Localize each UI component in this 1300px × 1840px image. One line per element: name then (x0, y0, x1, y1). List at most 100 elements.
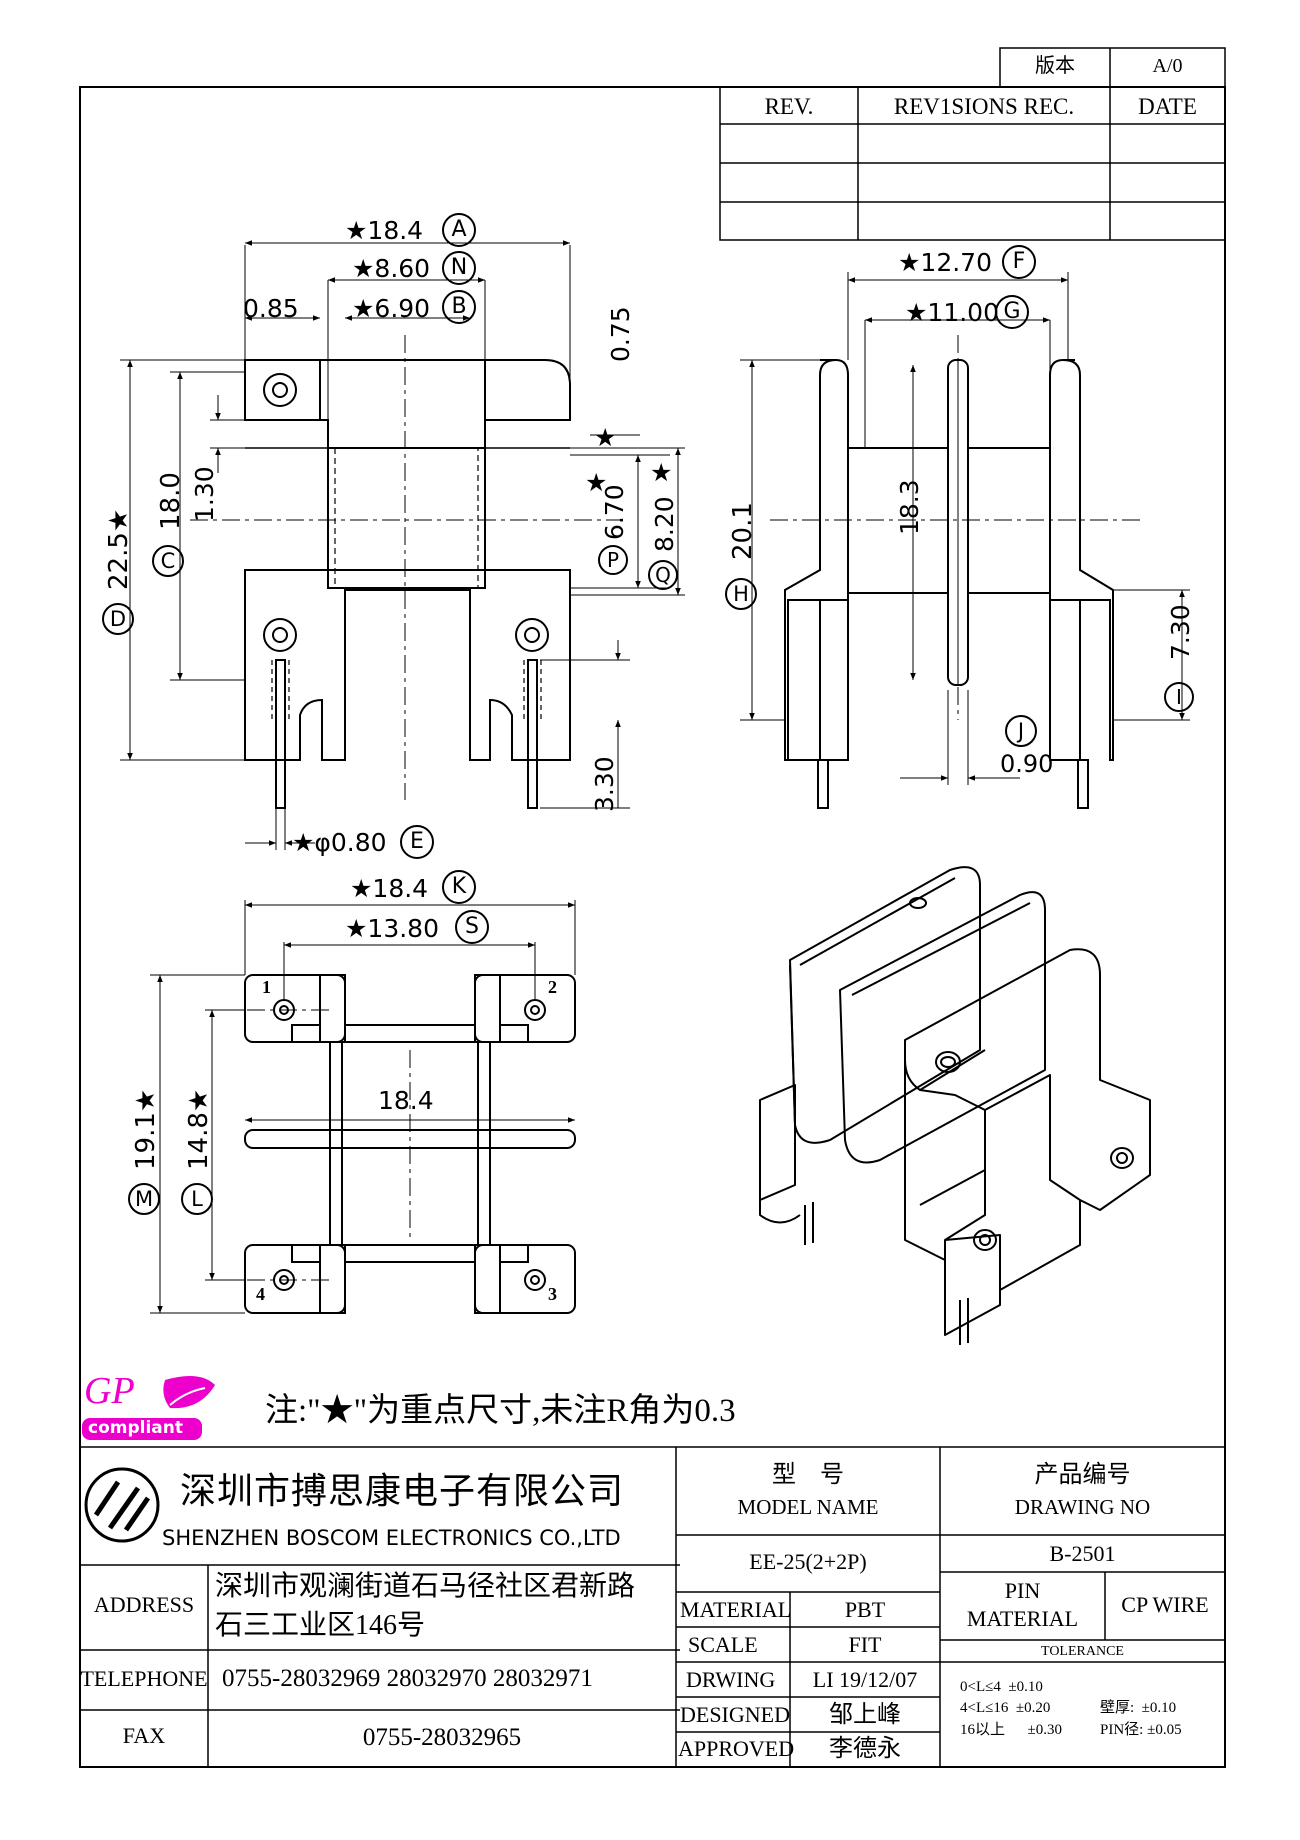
circle-i-label: I (1164, 682, 1194, 712)
dim-075-label: 0.75 (606, 306, 635, 362)
circle-b-label: B (442, 290, 476, 324)
address-label: ADDRESS (93, 1592, 195, 1617)
dim-i-label: 7.30 (1166, 604, 1195, 660)
pin-3-label: 3 (548, 1284, 557, 1304)
dim-n-label: ★8.60 (352, 254, 431, 283)
address-line-1: 深圳市观澜街道石马径社区君新路 (215, 1571, 636, 1602)
dim-l-label: 14.8★ (184, 1088, 214, 1170)
circle-m-label: M (128, 1183, 160, 1215)
side-view (784, 359, 1114, 809)
model-value: EE-25(2+2P) (749, 1549, 867, 1574)
company-name-cn: 深圳市搏思康电子有限公司 (180, 1471, 625, 1511)
circle-e-label: E (400, 825, 434, 859)
revisions-rec-header: REV1SIONS REC. (893, 94, 1075, 119)
model-label-cn: 型 号 (772, 1462, 844, 1488)
dim-d-label: 22.5★ (104, 508, 134, 590)
dim-pin-length-label: 3.30 (590, 756, 619, 812)
dim-f-label: ★12.70 (898, 248, 992, 277)
tolerance-line-3: 16以上 ±0.30 (960, 1722, 1062, 1738)
model-label-en: MODEL NAME (737, 1495, 879, 1519)
pin-1-label: 1 (262, 977, 271, 997)
dim-p-star: ★ (585, 468, 608, 497)
date-header: DATE (1138, 94, 1197, 119)
circle-s-label: S (455, 910, 489, 944)
front-dimensions (120, 240, 685, 850)
circle-g-label: G (995, 295, 1029, 329)
circle-p-label: P (598, 545, 628, 575)
isometric-view (759, 866, 1151, 1345)
circle-a-label: A (442, 213, 476, 247)
circle-h-label: H (725, 578, 757, 610)
dim-q-label: 8.20 (650, 496, 679, 552)
drawing-by-label: DRWING (686, 1667, 776, 1692)
front-view (244, 359, 571, 809)
tolerance-pin: PIN径: ±0.05 (1100, 1722, 1182, 1738)
designed-value: 邹上峰 (829, 1702, 901, 1728)
circle-f-label: F (1002, 245, 1036, 279)
rev-header: REV. (764, 94, 814, 119)
gp-logo-text: GP (84, 1370, 135, 1412)
dim-q-star: ★ (650, 458, 673, 487)
drawing-by-value: LI 19/12/07 (812, 1667, 918, 1692)
bottom-centerlines (215, 1009, 411, 1281)
dim-g-label: ★11.00 (905, 298, 999, 327)
fax-value: 0755-28032965 (362, 1724, 522, 1751)
approved-label: APPROVED (678, 1736, 795, 1761)
circle-j-label: J (1005, 715, 1037, 747)
dim-bottom-width-label: 18.4 (378, 1086, 434, 1115)
tolerance-label: TOLERANCE (1041, 1644, 1124, 1659)
pin-2-label: 2 (548, 977, 557, 997)
dim-left-offset-label: 0.85 (243, 294, 299, 323)
version-value: A/0 (1152, 55, 1183, 77)
approved-value: 李德永 (829, 1736, 901, 1762)
scale-value: FIT (848, 1632, 882, 1657)
dim-h-label: 20.1 (728, 502, 758, 560)
gp-compliant-badge-icon (82, 1376, 215, 1440)
tolerance-line-2: 4<L≤16 ±0.20 (960, 1700, 1051, 1716)
material-label: MATERIAL (680, 1597, 792, 1622)
drawing-label-cn: 产品编号 (1034, 1462, 1131, 1488)
dim-c-label: 18.0 (156, 472, 186, 530)
scale-label: SCALE (688, 1632, 758, 1657)
side-centerlines (770, 335, 1140, 720)
dim-s-label: ★13.80 (345, 914, 439, 943)
sheet-border (79, 86, 1226, 1768)
title-block-frame (80, 1446, 1225, 1767)
pin-material-label-1: PIN (1004, 1578, 1041, 1603)
bottom-dimensions (150, 900, 576, 1314)
circle-c-label: C (152, 545, 184, 577)
circle-q-label: Q (648, 560, 678, 590)
dim-130-label: 1.30 (190, 466, 219, 522)
dim-e-label: ★φ0.80 (292, 828, 387, 857)
note-text: 注:"★"为重点尺寸,未注R角为0.3 (265, 1393, 736, 1429)
dim-j-value: 0.90 (1000, 750, 1054, 778)
drawing-label-en: DRAWING NO (1014, 1495, 1151, 1519)
dim-a-label: ★18.4 (345, 216, 424, 245)
address-line-2: 石三工业区146号 (215, 1610, 426, 1641)
pin-material-value: CP WIRE (1121, 1592, 1209, 1617)
fax-label: FAX (122, 1723, 166, 1748)
front-centerlines (190, 335, 620, 800)
tolerance-line-1: 0<L≤4 ±0.10 (960, 1679, 1043, 1695)
circle-d-label: D (102, 603, 134, 635)
pin-4-label: 4 (256, 1284, 265, 1304)
company-name-en: SHENZHEN BOSCOM ELECTRONICS CO.,LTD (162, 1526, 621, 1550)
dim-b-label: ★6.90 (352, 294, 431, 323)
telephone-label: TELEPHONE (80, 1666, 208, 1691)
circle-l-label: L (181, 1183, 213, 1215)
pin-material-label-2: MATERIAL (966, 1606, 1079, 1631)
material-value: PBT (844, 1597, 886, 1622)
telephone-value: 0755-28032969 28032970 28032971 (222, 1665, 593, 1692)
circle-k-label: K (442, 870, 476, 904)
version-label: 版本 (1035, 55, 1075, 77)
tolerance-wall: 壁厚: ±0.10 (1100, 1700, 1177, 1716)
bottom-view (244, 974, 576, 1314)
gp-compliant-text: compliant (88, 1418, 183, 1438)
dim-m-label: 19.1★ (131, 1088, 161, 1170)
revision-table-frame (719, 86, 1226, 241)
drawing-value: B-2501 (1049, 1541, 1116, 1566)
designed-label: DESIGNED (680, 1702, 790, 1727)
dim-inner-height-label: 18.3 (895, 479, 924, 535)
